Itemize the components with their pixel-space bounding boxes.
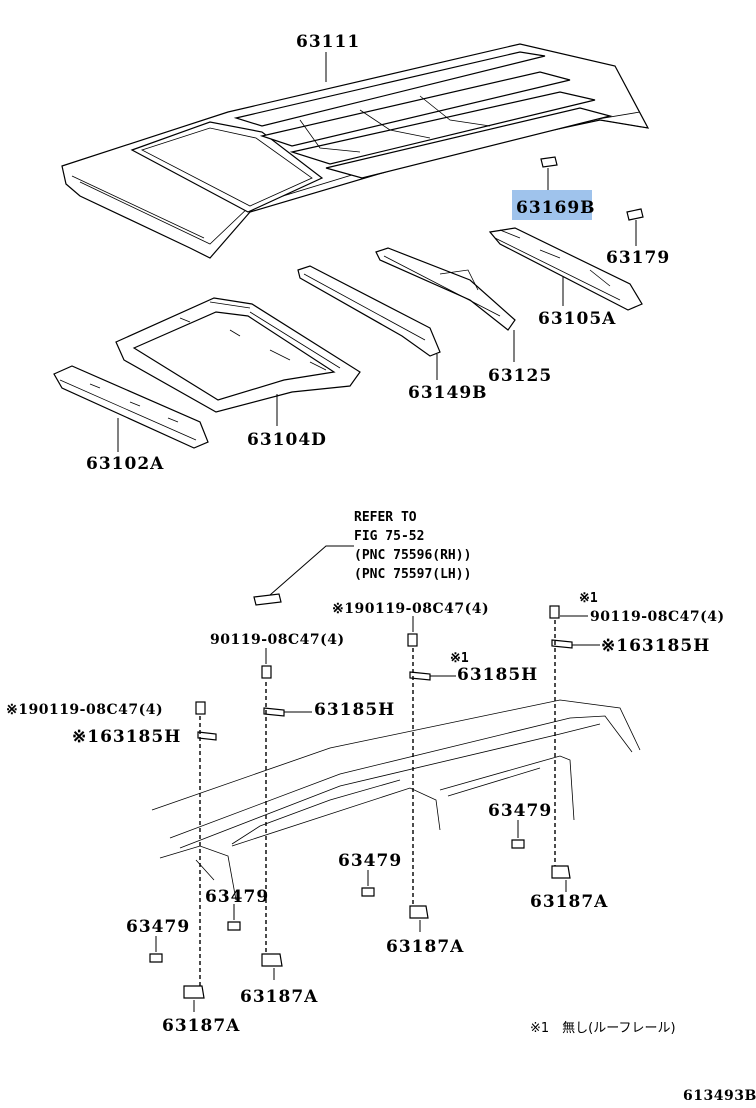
part-63479-b[interactable] xyxy=(227,921,241,931)
label-63179[interactable]: 63179 xyxy=(606,248,670,268)
part-63104d-sunroof-frame[interactable] xyxy=(115,297,361,413)
label-63102a[interactable]: 63102A xyxy=(86,454,164,474)
part-63479-c[interactable] xyxy=(361,887,375,897)
label-63479-b[interactable]: 63479 xyxy=(205,887,269,907)
footnote: ※1 無し(ルーフレール) xyxy=(530,1021,676,1036)
part-63479-a[interactable] xyxy=(149,953,163,963)
label-63187a-1[interactable]: 63187A xyxy=(162,1016,240,1036)
label-bolt-2[interactable]: 90119-08C47(4) xyxy=(210,632,345,648)
label-63105a[interactable]: 63105A xyxy=(538,309,616,329)
refer-line-2: FIG 75-52 xyxy=(354,529,424,544)
part-63179-bracket[interactable] xyxy=(626,208,644,221)
label-63479-c[interactable]: 63479 xyxy=(338,851,402,871)
label-clip-4[interactable]: ※163185H xyxy=(601,636,710,656)
label-63125[interactable]: 63125 xyxy=(488,366,552,386)
part-63125-roof-bow[interactable] xyxy=(375,247,516,331)
selected-highlight xyxy=(512,190,592,220)
label-63111[interactable]: 63111 xyxy=(296,32,360,52)
label-bolt-3[interactable]: ※190119-08C47(4) xyxy=(332,601,489,617)
label-63149b[interactable]: 63149B xyxy=(408,383,488,403)
label-bolt-4[interactable]: 90119-08C47(4) xyxy=(590,609,725,625)
body-side-outline xyxy=(151,699,641,901)
part-63105a-rear-header[interactable] xyxy=(488,227,643,311)
part-63102a-front-header[interactable] xyxy=(53,365,209,449)
label-clip-2[interactable]: 63185H xyxy=(314,700,395,720)
roof-panel[interactable] xyxy=(61,43,650,259)
figure-code: 613493B xyxy=(683,1088,756,1104)
label-63479-d[interactable]: 63479 xyxy=(488,801,552,821)
part-63169b-bracket[interactable] xyxy=(540,156,558,168)
label-63104d[interactable]: 63104D xyxy=(247,430,327,450)
label-clip-3[interactable]: 63185H xyxy=(457,665,538,685)
label-63187a-2[interactable]: 63187A xyxy=(240,987,318,1007)
label-bolt-1[interactable]: ※190119-08C47(4) xyxy=(6,702,163,718)
label-63169b[interactable]: 63169B xyxy=(516,198,596,218)
fastener-group-4[interactable] xyxy=(549,605,573,879)
part-63479-d[interactable] xyxy=(511,839,525,849)
label-63479-a[interactable]: 63479 xyxy=(126,917,190,937)
note-mark-1: ※1 xyxy=(579,591,598,606)
part-63149b-roof-bow[interactable] xyxy=(297,265,441,357)
label-clip-1[interactable]: ※163185H xyxy=(72,727,181,747)
fastener-group-1[interactable] xyxy=(183,701,217,999)
label-63187a-3[interactable]: 63187A xyxy=(386,937,464,957)
label-63187a-4[interactable]: 63187A xyxy=(530,892,608,912)
fastener-group-3[interactable] xyxy=(407,633,431,919)
fastener-group-2[interactable] xyxy=(261,665,285,967)
refer-line-1: REFER TO xyxy=(354,510,417,525)
refer-line-4: (PNC 75597(LH)) xyxy=(354,567,471,582)
refer-part-icon[interactable] xyxy=(253,593,282,606)
note-mark-3: ※1 xyxy=(450,651,469,666)
refer-line-3: (PNC 75596(RH)) xyxy=(354,548,471,563)
